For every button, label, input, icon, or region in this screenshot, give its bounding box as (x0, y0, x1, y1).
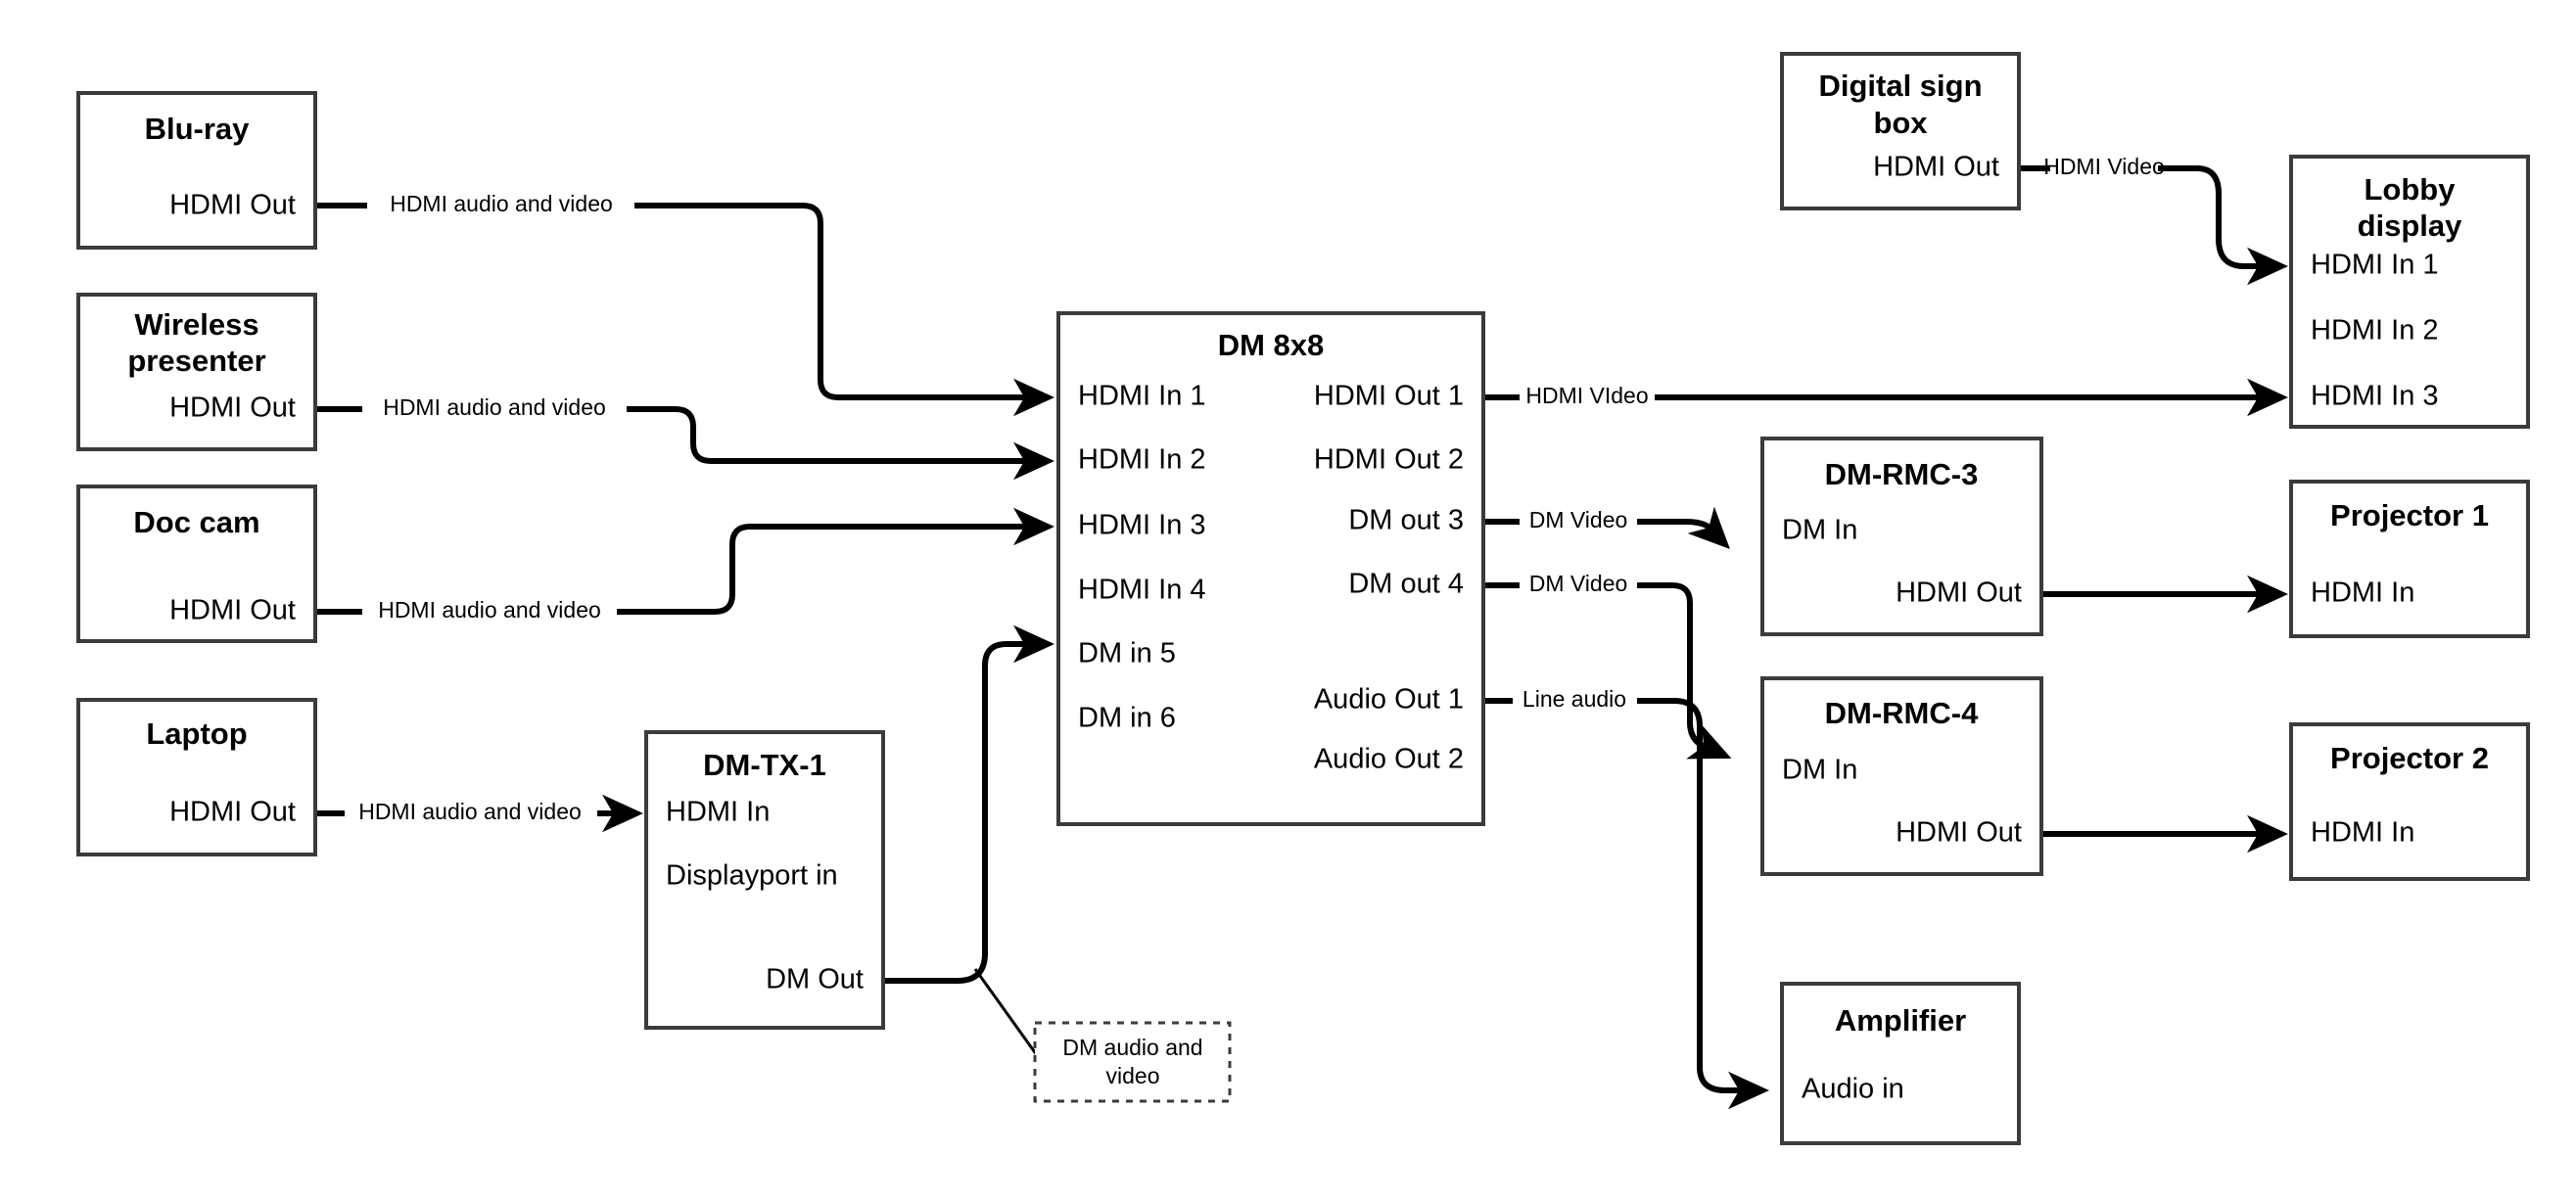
digital-sign-box-title-line2: box (1873, 106, 1928, 140)
lobby-display-box[interactable] (2289, 155, 2530, 429)
dm-8x8-port-hdmi-out-2: HDMI Out 2 (1314, 444, 1464, 476)
amplifier-box[interactable] (1780, 982, 2021, 1145)
dm-8x8-port-dm-in-6: DM in 6 (1078, 703, 1176, 734)
dm-tx-1-title: DM-TX-1 (703, 748, 826, 782)
dm-8x8-port-dm-in-5: DM in 5 (1078, 638, 1176, 670)
blu-ray-title: Blu-ray (145, 112, 251, 146)
dm-tx-1-box[interactable] (644, 730, 885, 1030)
dm-tx-1-port-hdmi-in: HDMI In (666, 797, 770, 828)
lobby-display-port-hdmi-in-1: HDMI In 1 (2311, 250, 2439, 281)
wireless-presenter-port-hdmi-out: HDMI Out (169, 393, 296, 424)
edge-label-hdmi-video-out1: HDMI VIdeo (1525, 383, 1648, 408)
doc-cam-port-hdmi-out: HDMI Out (169, 595, 296, 626)
amplifier-port-audio-in: Audio in (1802, 1074, 1904, 1105)
dm-8x8-port-hdmi-in-2: HDMI In 2 (1078, 444, 1206, 476)
dm-8x8-port-audio-out-1: Audio Out 1 (1314, 684, 1464, 716)
node-projector-1[interactable]: Projector 1 HDMI In (2289, 480, 2530, 638)
edge-laptop-to-dmtx1: HDMI audio and video (315, 794, 643, 833)
edge-label-wireless: HDMI audio and video (383, 394, 606, 420)
edge-dm88-to-lobby: HDMI VIdeo (1483, 378, 2288, 417)
node-dm-rmc-3[interactable]: DM-RMC-3 DM In HDMI Out (1760, 437, 2043, 636)
edge-label-doccam: HDMI audio and video (378, 597, 601, 623)
digital-sign-box-box[interactable] (1780, 52, 2021, 210)
digital-sign-box-port-hdmi-out: HDMI Out (1873, 152, 1999, 183)
laptop-title: Laptop (146, 716, 247, 751)
laptop-port-hdmi-out: HDMI Out (169, 797, 296, 828)
doc-cam-title: Doc cam (133, 505, 259, 539)
projector-2-box[interactable] (2289, 722, 2530, 881)
dm-8x8-port-dm-out-3: DM out 3 (1348, 505, 1464, 536)
callout-dm-audio-and-video: DM audio and video (1033, 1021, 1232, 1103)
dm-audio-video-callout-line2: video (1106, 1063, 1160, 1088)
edge-label-hdmi-video-sign: HDMI Video (2043, 154, 2165, 179)
blu-ray-port-hdmi-out: HDMI Out (169, 190, 296, 221)
edge-dmtx1-to-dm88 (883, 624, 1054, 1063)
wireless-presenter-title-line1: Wireless (134, 307, 258, 342)
dm-rmc-3-port-hdmi-out: HDMI Out (1896, 577, 2022, 609)
lobby-display-port-hdmi-in-3: HDMI In 3 (2311, 381, 2439, 412)
dm-rmc-4-port-hdmi-out: HDMI Out (1896, 817, 2022, 849)
projector-2-title: Projector 2 (2330, 741, 2489, 775)
node-dm-rmc-4[interactable]: DM-RMC-4 DM In HDMI Out (1760, 676, 2043, 876)
lobby-display-port-hdmi-in-2: HDMI In 2 (2311, 315, 2439, 346)
edge-wireless-to-dm88: HDMI audio and video (315, 394, 1054, 481)
dm-tx-1-port-displayport-in: Displayport in (666, 860, 838, 892)
laptop-box[interactable] (76, 698, 317, 856)
projector-2-port-hdmi-in: HDMI In (2311, 817, 2414, 849)
node-projector-2[interactable]: Projector 2 HDMI In (2289, 722, 2530, 881)
edge-label-line-audio: Line audio (1522, 686, 1626, 712)
edge-sign-to-lobby: HDMI Video (2019, 154, 2288, 286)
projector-1-box[interactable] (2289, 480, 2530, 638)
node-digital-sign-box[interactable]: Digital sign box HDMI Out (1780, 52, 2021, 210)
edge-dm88-to-rmc4: DM Video (1483, 571, 1732, 760)
node-doc-cam[interactable]: Doc cam HDMI Out (76, 485, 317, 643)
dm-rmc-4-box[interactable] (1760, 676, 2043, 876)
projector-1-port-hdmi-in: HDMI In (2311, 577, 2414, 609)
edge-label-dm-video-3: DM Video (1529, 507, 1628, 532)
digital-sign-box-title-line1: Digital sign (1818, 69, 1982, 103)
dm-8x8-port-hdmi-in-1: HDMI In 1 (1078, 381, 1206, 412)
dm-audio-video-callout-line1: DM audio and (1062, 1035, 1202, 1060)
edge-dm88-to-rmc3: DM Video (1483, 506, 1730, 549)
dm-rmc-4-port-dm-in: DM In (1782, 755, 1857, 786)
dm-8x8-port-hdmi-in-4: HDMI In 4 (1078, 575, 1206, 606)
dm-8x8-port-hdmi-out-1: HDMI Out 1 (1314, 381, 1464, 412)
edge-label-laptop: HDMI audio and video (358, 799, 582, 824)
dm-8x8-title: DM 8x8 (1218, 328, 1325, 362)
edge-label-bluray: HDMI audio and video (390, 191, 613, 216)
edge-doccam-to-dm88: HDMI audio and video (315, 507, 1054, 623)
blu-ray-box[interactable] (76, 91, 317, 250)
dm-8x8-port-hdmi-in-3: HDMI In 3 (1078, 510, 1206, 541)
node-laptop[interactable]: Laptop HDMI Out (76, 698, 317, 856)
dm-8x8-port-audio-out-2: Audio Out 2 (1314, 744, 1464, 775)
node-dm-8x8[interactable]: DM 8x8 HDMI In 1 HDMI In 2 HDMI In 3 HDM… (1056, 311, 1485, 826)
node-wireless-presenter[interactable]: Wireless presenter HDMI Out (76, 293, 317, 451)
dm-rmc-3-box[interactable] (1760, 437, 2043, 636)
amplifier-title: Amplifier (1835, 1003, 1966, 1038)
node-blu-ray[interactable]: Blu-ray HDMI Out (76, 91, 317, 250)
lobby-display-title-line1: Lobby (2365, 172, 2457, 207)
wireless-presenter-title-line2: presenter (127, 344, 265, 378)
dm-rmc-3-title: DM-RMC-3 (1825, 457, 1979, 491)
doc-cam-box[interactable] (76, 485, 317, 643)
node-lobby-display[interactable]: Lobby display HDMI In 1 HDMI In 2 HDMI I… (2289, 155, 2530, 429)
dm-audio-video-callout-box (1033, 1021, 1232, 1103)
dm-rmc-3-port-dm-in: DM In (1782, 515, 1857, 546)
dm-8x8-port-dm-out-4: DM out 4 (1348, 569, 1464, 600)
projector-1-title: Projector 1 (2330, 498, 2489, 532)
lobby-display-title-line2: display (2358, 208, 2463, 243)
dm-rmc-4-title: DM-RMC-4 (1825, 696, 1979, 730)
dm-tx-1-port-dm-out: DM Out (766, 964, 864, 995)
node-dm-tx-1[interactable]: DM-TX-1 HDMI In Displayport in DM Out (644, 730, 885, 1030)
dm-8x8-box[interactable] (1056, 311, 1485, 826)
edge-label-dm-video-4: DM Video (1529, 571, 1628, 596)
edge-bluray-to-dm88: HDMI audio and video (315, 191, 1054, 417)
node-amplifier[interactable]: Amplifier Audio in (1780, 982, 2021, 1145)
edge-dm88-to-amplifier: Line audio (1483, 686, 1769, 1110)
wireless-presenter-box[interactable] (76, 293, 317, 451)
